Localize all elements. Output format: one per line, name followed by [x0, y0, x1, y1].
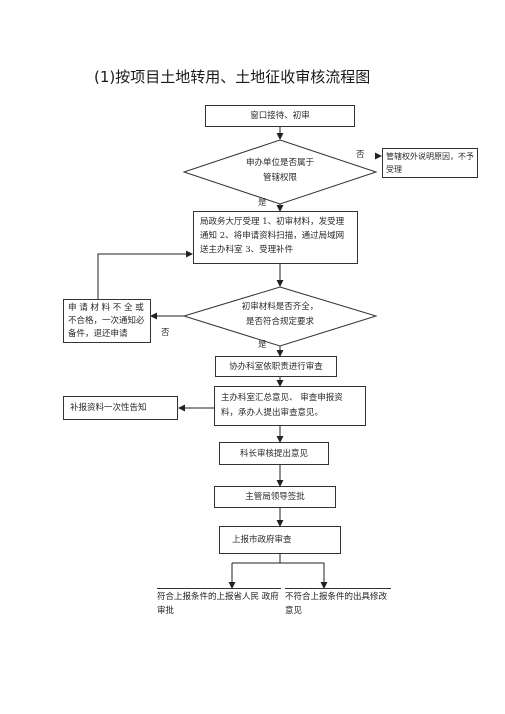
completeness-question-line2: 是否符合规定要求 [245, 317, 314, 327]
reception-box: 窗口接待、初审 [205, 105, 355, 127]
supplement-box: 补报资料一次性告知 [63, 396, 178, 420]
label-yes-complete: 是 [258, 340, 267, 350]
page-title: (1)按项目土地转用、土地征收审核流程图 [94, 68, 371, 86]
director-approve-box: 主管局领导签批 [214, 486, 336, 508]
chief-review-box: 科长审核提出意见 [219, 442, 329, 465]
assist-review-box: 协办科室依职责进行审查 [215, 356, 337, 377]
city-review-box: 上报市政府审查 [219, 526, 341, 554]
outside-jurisdiction-note: 管辖权外说明原因，不予受理 [382, 148, 478, 178]
main-review-box: 主办科室汇总意见、 审查申报资料，承办人提出审查意见。 [214, 386, 366, 426]
arrow-incomplete-loop [97, 250, 193, 300]
label-no-complete: 否 [161, 328, 170, 338]
ok-result-text: 符合上报条件的上报省人民 政府审批 [157, 588, 281, 618]
jurisdiction-question-line2: 管辖权限 [262, 173, 297, 183]
completeness-question-line1: 初审材料是否齐全， [241, 302, 319, 312]
jurisdiction-question: 申办单位是否属于 管辖权限 [214, 156, 346, 186]
incomplete-box: 申 请 材 料 不 全 或不合格，一次通知必备件，退还申请 [63, 299, 151, 343]
accept-box: 局政务大厅受理 1、初审材料，发受理通知 2、将申请资料扫描，通过局域网送主办科… [193, 211, 358, 264]
completeness-question: 初审材料是否齐全， 是否符合规定要求 [214, 300, 346, 330]
label-yes-jurisdiction: 是 [258, 198, 267, 208]
not-ok-result-text: 不符合上报条件的出具修改意见 [285, 588, 391, 618]
jurisdiction-question-line1: 申办单位是否属于 [245, 158, 314, 168]
label-no-jurisdiction: 否 [356, 150, 365, 160]
